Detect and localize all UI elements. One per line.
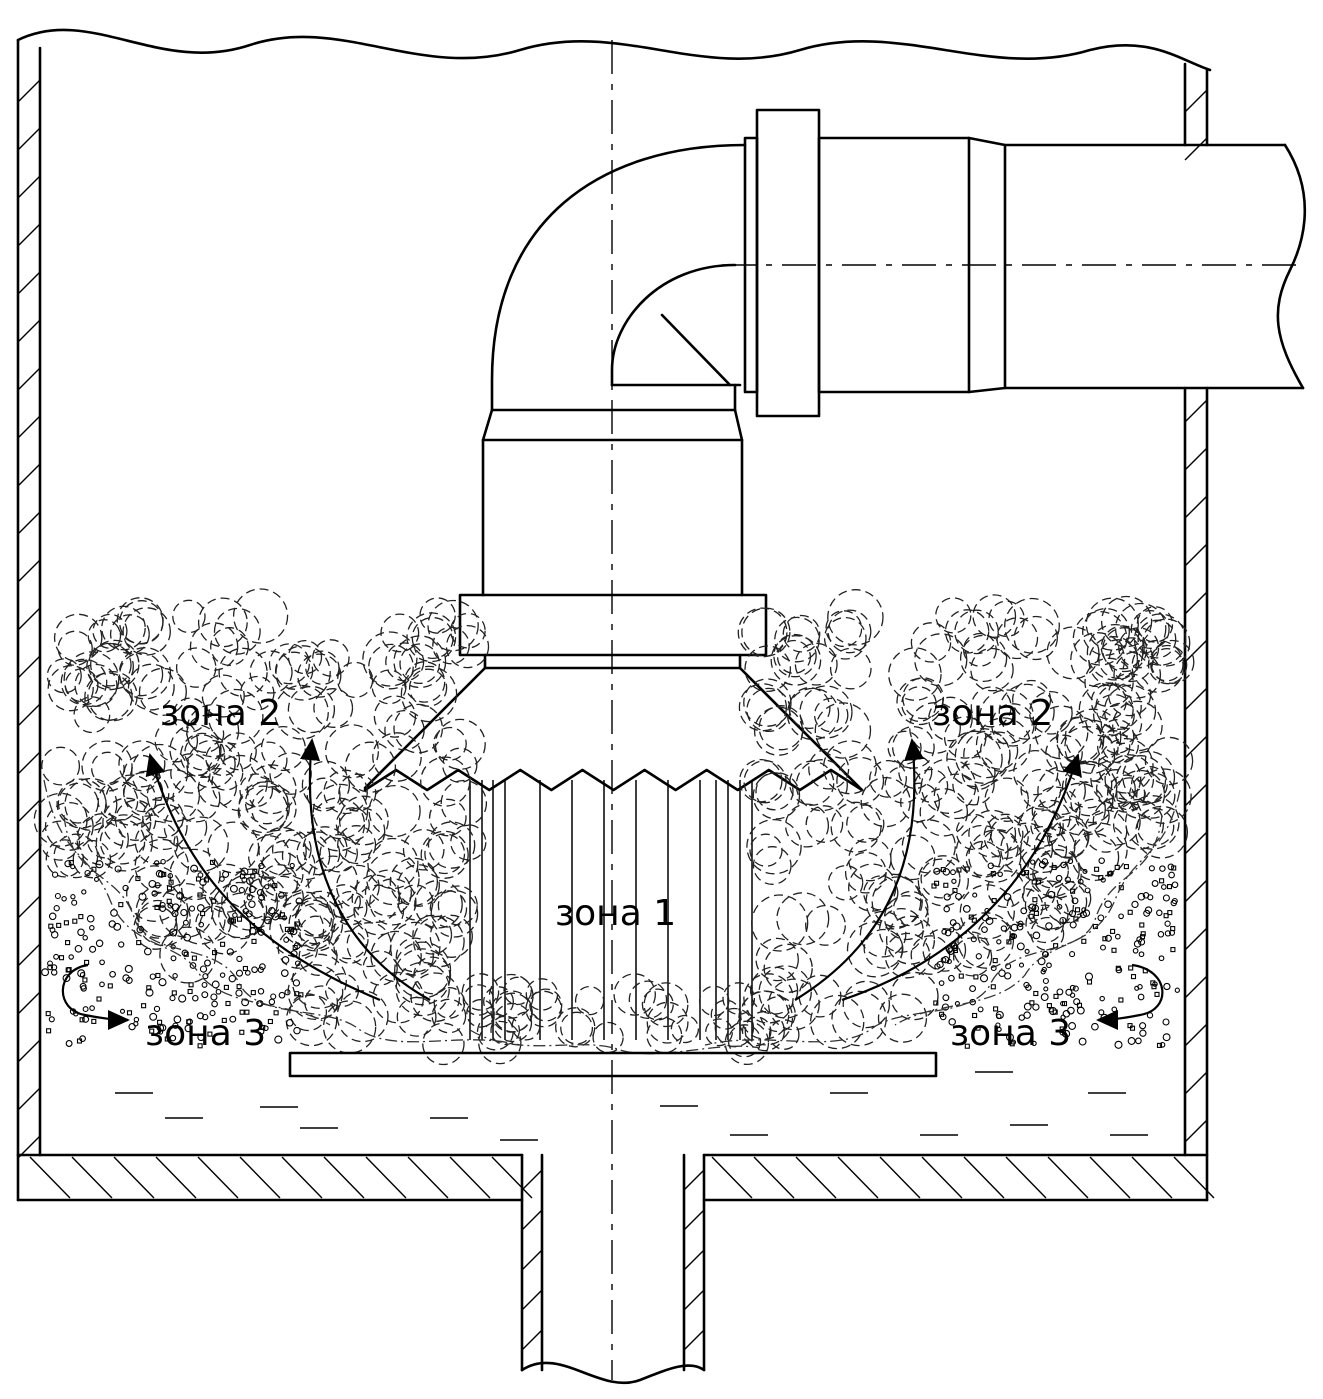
flow-arrows [61,737,1164,1031]
zone-1-label: зона 1 [555,893,676,934]
tank-outline [16,28,1215,1202]
zone-3-right-label: зона 3 [950,1013,1071,1054]
elbow-pipe [490,108,1307,418]
zone-3-left-label: зона 3 [145,1013,266,1054]
zone-2-left-label: зона 2 [160,693,281,734]
nozzle-diffuser [363,408,864,1040]
zone-2-right-label: зона 2 [932,693,1053,734]
interface-curls [43,779,1181,1055]
deflector-plate [288,1051,938,1078]
drain-pipe [520,1153,706,1385]
liquid-level [115,1071,1148,1141]
foam-bubbles [33,588,1195,1066]
fine-bubbles [41,857,1180,1049]
